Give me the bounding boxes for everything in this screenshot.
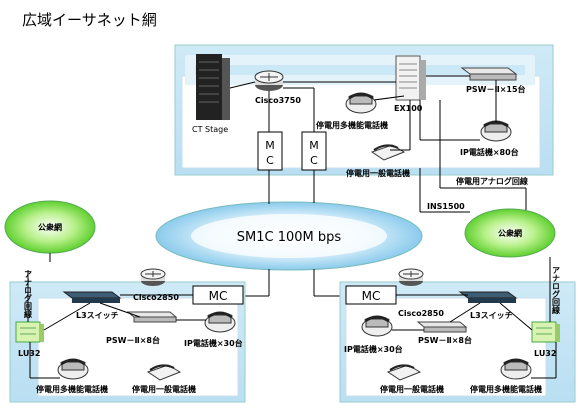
public-net-right <box>464 208 556 258</box>
left-ip-phone-icon <box>204 311 236 333</box>
hq-psw-switch-icon <box>460 67 518 81</box>
hq-mc1-m: M <box>265 139 275 152</box>
left-psw-switch-icon <box>126 311 178 323</box>
left-analog-vertical: アナログ回線 <box>24 270 33 319</box>
left-wiring <box>27 270 206 379</box>
left-l3-label: L3スイッチ <box>76 311 119 320</box>
ct-stage-server-icon <box>196 54 230 120</box>
right-mc-label: MC <box>362 289 381 303</box>
hq-multi-phone-icon <box>345 92 377 114</box>
left-multi-phone-icon <box>57 358 89 380</box>
left-site: Cisco2850 MC L3スイッチ PSW－Ⅱ×8台 IP電話機×30台 L… <box>9 268 246 403</box>
hq-router-label: Cisco3750 <box>255 96 301 105</box>
hq-ip-phone-icon <box>480 120 512 142</box>
backbone-label: SM1C 100M bps <box>237 230 342 245</box>
hq-mc1-box <box>257 131 283 171</box>
right-psw-label: PSW－Ⅱ×8台 <box>418 335 472 345</box>
public-net-left-label: 公衆網 <box>38 222 62 232</box>
left-lu32-label: LU32 <box>18 349 40 358</box>
left-multi-phone-label: 停電用多機能電話機 <box>36 384 108 394</box>
ex100-label: EX100 <box>394 104 423 113</box>
hq-basic-phone-icon <box>370 144 406 161</box>
right-psw-switch-icon <box>416 321 468 333</box>
right-multi-phone-label: 停電用多機能電話機 <box>470 384 542 394</box>
hq-ip-phone-label: IP電話機×80台 <box>460 147 519 157</box>
right-wiring <box>392 266 557 379</box>
left-psw-label: PSW－Ⅱ×8台 <box>106 335 160 345</box>
hq-analog-label: 停電用アナログ回線 <box>456 176 528 186</box>
ex100-server-icon <box>395 55 426 101</box>
right-site: Cisco2850 MC L3スイッチ PSW－Ⅱ×8台 IP電話機×30台 L… <box>339 266 576 403</box>
right-router-icon <box>398 268 424 286</box>
hq-multi-phone-label: 停電用多機能電話機 <box>316 120 388 130</box>
hq-router-icon <box>254 70 284 91</box>
hq-basic-phone-label: 停電用一般電話機 <box>346 168 410 178</box>
ins-label: INS1500 <box>427 202 465 211</box>
hq-mc2-c: C <box>310 154 318 167</box>
page-title: 広域イーサネット網 <box>22 11 157 29</box>
left-lu32-icon <box>15 321 44 343</box>
left-ip-phone-label: IP電話機×30台 <box>184 338 243 348</box>
right-basic-phone-icon <box>386 364 422 381</box>
hq-wiring <box>229 75 497 151</box>
left-basic-phone-icon <box>146 364 182 381</box>
hq-mc2-m: M <box>309 139 319 152</box>
left-router-label: Cisco2850 <box>133 293 179 302</box>
right-lu32-label: LU32 <box>534 349 556 358</box>
right-l3-switch-icon <box>458 291 518 303</box>
trunk-lines <box>49 100 551 297</box>
right-multi-phone-icon <box>500 358 532 380</box>
right-l3-label: L3スイッチ <box>470 311 513 320</box>
left-l3-switch-icon <box>62 291 122 303</box>
public-net-right-label: 公衆網 <box>498 228 522 238</box>
right-ip-phone-label: IP電話機×30台 <box>344 344 403 354</box>
right-router-label: Cisco2850 <box>398 309 444 318</box>
left-router-icon <box>140 268 166 286</box>
hq-site: CT Stage Cisco3750 EX100 PSW－Ⅱ×15台 <box>174 44 554 178</box>
left-basic-phone-label: 停電用一般電話機 <box>132 384 196 394</box>
hq-mc1-c: C <box>266 154 274 167</box>
right-analog-vertical: アナログ回線 <box>552 266 561 315</box>
ct-stage-label: CT Stage <box>192 125 228 134</box>
right-basic-phone-label: 停電用一般電話機 <box>380 384 444 394</box>
right-lu32-icon <box>531 321 560 343</box>
left-mc-label: MC <box>209 289 228 303</box>
right-ip-phone-icon <box>361 315 393 337</box>
